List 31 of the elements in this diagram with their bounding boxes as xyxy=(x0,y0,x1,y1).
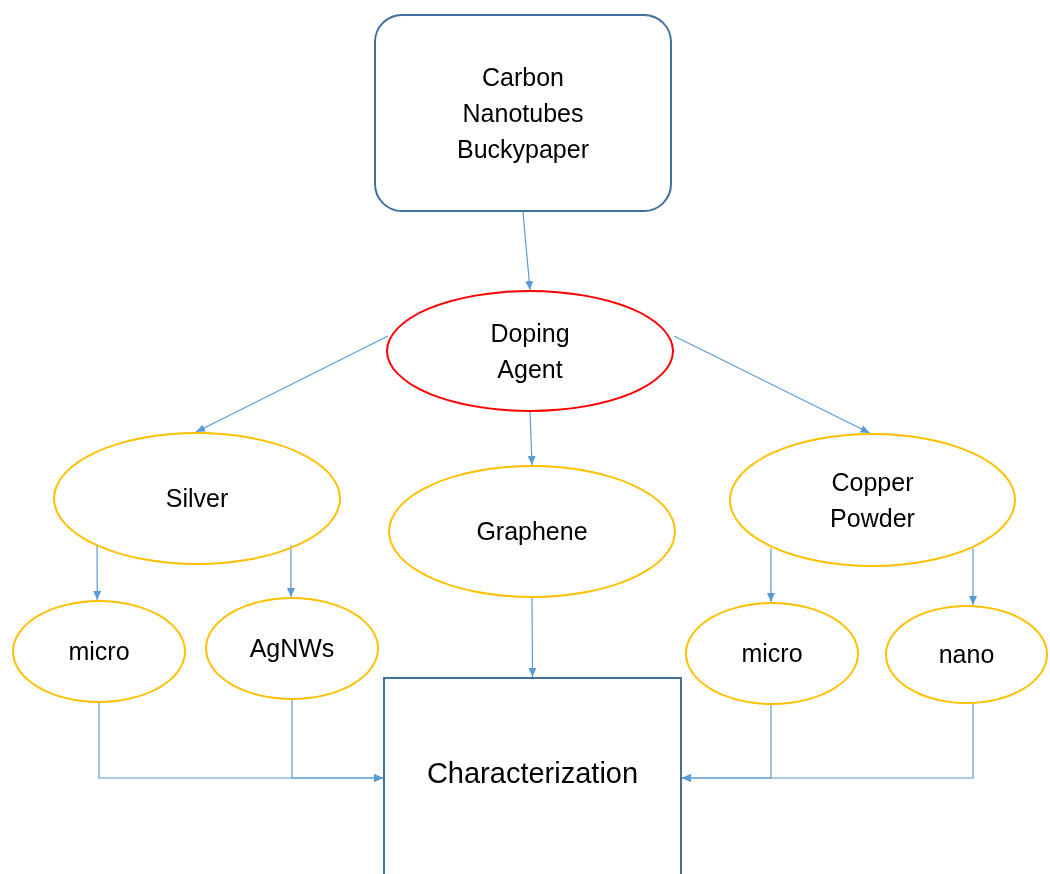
ellipse-node xyxy=(205,597,379,700)
arrow xyxy=(286,544,295,598)
arrow xyxy=(527,411,536,466)
arrow xyxy=(291,699,384,782)
node-label: Characterization xyxy=(426,756,639,792)
node-label: micro xyxy=(741,638,803,670)
arrow xyxy=(93,544,102,601)
node-label: Copper Powder xyxy=(829,466,916,534)
ellipse-node xyxy=(885,605,1048,704)
rounded-box xyxy=(374,14,672,212)
ellipse-node xyxy=(388,465,676,598)
node-label: AgNWs xyxy=(249,633,335,665)
ellipse-node xyxy=(685,602,859,705)
node-label: Carbon Nanotubes Buckypaper xyxy=(456,61,590,166)
arrow xyxy=(528,597,537,678)
node-label: micro xyxy=(68,636,130,668)
process-box xyxy=(383,677,682,874)
ellipse-node xyxy=(729,433,1016,567)
node-label: Graphene xyxy=(476,516,588,548)
arrow xyxy=(522,211,534,291)
arrow xyxy=(766,547,775,603)
ellipse-node xyxy=(386,290,674,412)
arrow xyxy=(673,335,871,434)
node-label: Silver xyxy=(165,483,229,515)
arrow xyxy=(681,703,974,782)
node-label: nano xyxy=(938,639,995,671)
arrow xyxy=(969,547,977,606)
ellipse-node xyxy=(53,432,341,565)
ellipse-node xyxy=(12,600,186,703)
node-label: Doping Agent xyxy=(489,317,571,385)
arrow xyxy=(195,335,389,433)
